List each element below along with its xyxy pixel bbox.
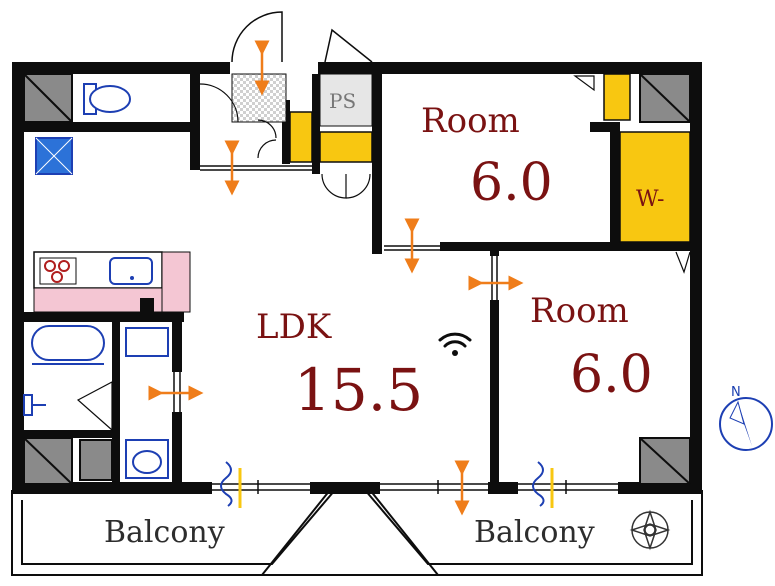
- balcony-outline: [11, 489, 703, 576]
- pipe-space: [319, 73, 373, 127]
- washing-machine-pan: [125, 327, 169, 357]
- wic-label: W-: [636, 187, 664, 212]
- north-compass-icon: N: [719, 385, 773, 451]
- storage-closets: [289, 73, 691, 243]
- ps-label: PS: [329, 89, 356, 113]
- toilet: [83, 83, 131, 115]
- wifi-icon: [438, 332, 472, 356]
- ldk-size: 15.5: [294, 356, 423, 424]
- pillar-top-right: [639, 73, 691, 123]
- entrance-floor: [231, 73, 287, 123]
- room-east-size: 6.0: [570, 345, 653, 405]
- pillar-top-left: [23, 73, 73, 123]
- outdoor-unit-icon: [629, 509, 671, 551]
- closet-doors[interactable]: [76, 75, 691, 432]
- south-windows: [212, 480, 618, 494]
- ldk-label: LDK: [256, 307, 332, 347]
- room-north-size: 6.0: [470, 153, 553, 213]
- room-north-label: Room: [421, 101, 520, 141]
- front-door[interactable]: [231, 11, 283, 63]
- balcony-left-label: Balcony: [104, 515, 225, 550]
- room-east-label: Room: [530, 291, 629, 331]
- balcony-right-label: Balcony: [474, 515, 595, 550]
- compass-letter: N: [731, 385, 741, 400]
- outer-walls: [12, 62, 702, 494]
- pillar-bottom-right: [639, 437, 691, 485]
- ps-door[interactable]: [324, 28, 373, 63]
- pillar-bottom-left: [23, 437, 113, 485]
- curtain-marks: [220, 461, 554, 508]
- air-conditioner-icon: [35, 137, 73, 175]
- bathtub: [23, 325, 105, 416]
- door-arrows: [148, 40, 524, 516]
- washbasin: [125, 439, 169, 479]
- interior-walls: [24, 74, 690, 494]
- kitchen-counter: [33, 251, 191, 313]
